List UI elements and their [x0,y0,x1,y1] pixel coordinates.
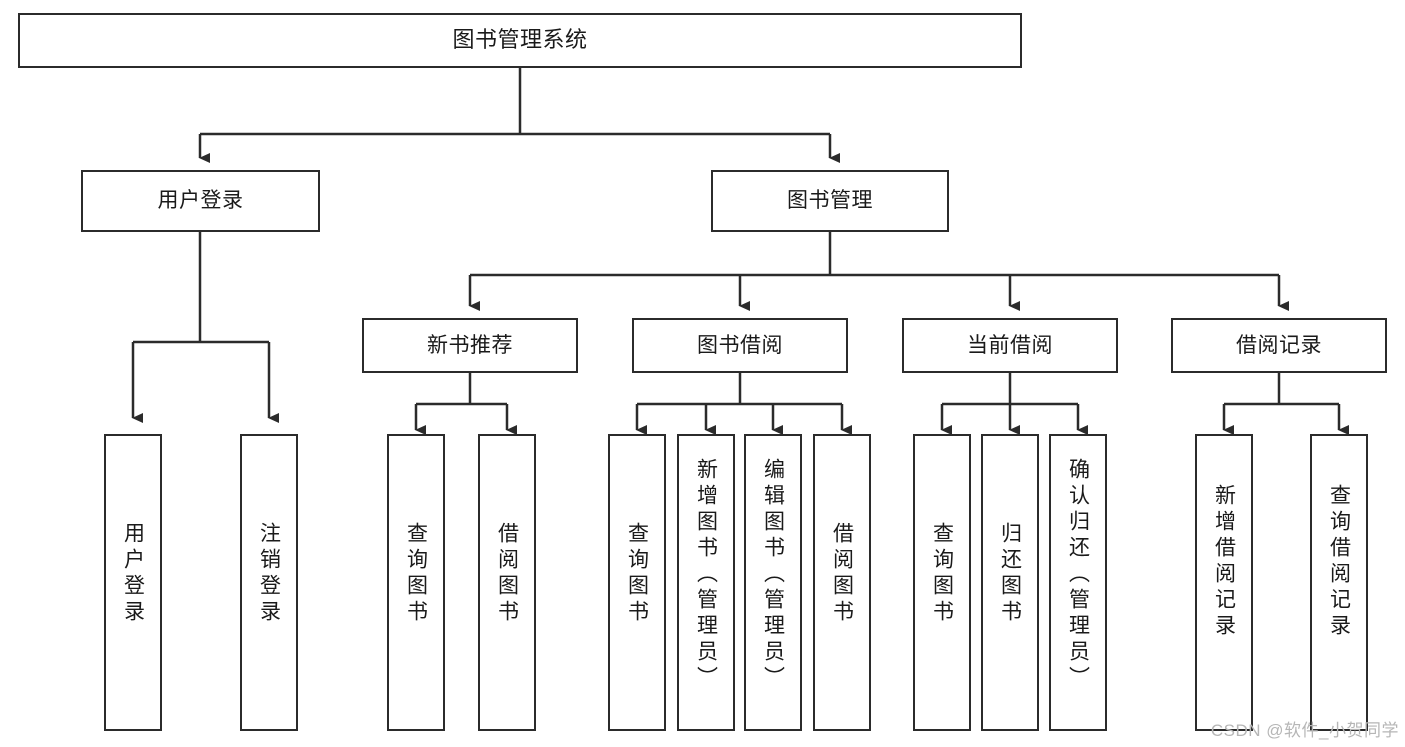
node-leaf-query-record[interactable]: 查询借阅记录 [1310,434,1368,731]
node-leaf-logout[interactable]: 注销登录 [240,434,298,731]
node-leaf-add-record[interactable]: 新增借阅记录 [1195,434,1253,731]
node-leaf-query-book-2-label: 查询图书 [625,522,649,626]
node-borrow-record-label: 借阅记录 [1236,333,1322,357]
node-current-borrow-label: 当前借阅 [967,333,1053,357]
node-leaf-edit-book[interactable]: 编辑图书（管理员） [744,434,802,731]
node-leaf-add-book-label: 新增图书（管理员） [694,458,718,692]
node-leaf-query-record-label: 查询借阅记录 [1327,484,1351,640]
node-current-borrow[interactable]: 当前借阅 [902,318,1118,373]
node-leaf-query-book-1[interactable]: 查询图书 [387,434,445,731]
node-leaf-return-book-label: 归还图书 [998,522,1022,626]
node-leaf-user-login[interactable]: 用户登录 [104,434,162,731]
node-leaf-add-record-label: 新增借阅记录 [1212,484,1236,640]
node-leaf-borrow-book-2[interactable]: 借阅图书 [813,434,871,731]
node-book-manage[interactable]: 图书管理 [711,170,949,232]
node-book-borrow[interactable]: 图书借阅 [632,318,848,373]
node-borrow-record[interactable]: 借阅记录 [1171,318,1387,373]
node-new-book-rec[interactable]: 新书推荐 [362,318,578,373]
node-leaf-borrow-book-2-label: 借阅图书 [830,522,854,626]
node-leaf-edit-book-label: 编辑图书（管理员） [761,458,785,692]
node-leaf-query-book-2[interactable]: 查询图书 [608,434,666,731]
node-leaf-add-book[interactable]: 新增图书（管理员） [677,434,735,731]
node-leaf-borrow-book-1[interactable]: 借阅图书 [478,434,536,731]
watermark: CSDN @软件_小贺同学 [1210,721,1399,740]
node-leaf-logout-label: 注销登录 [257,522,281,626]
node-root-label: 图书管理系统 [452,27,588,53]
node-user-login[interactable]: 用户登录 [81,170,320,232]
node-leaf-confirm-return[interactable]: 确认归还（管理员） [1049,434,1107,731]
node-leaf-query-book-3-label: 查询图书 [930,522,954,626]
node-root[interactable]: 图书管理系统 [18,13,1022,68]
node-user-login-label: 用户登录 [157,189,244,213]
node-book-manage-label: 图书管理 [787,189,873,213]
node-leaf-return-book[interactable]: 归还图书 [981,434,1039,731]
node-leaf-query-book-1-label: 查询图书 [404,522,428,626]
node-leaf-confirm-return-label: 确认归还（管理员） [1066,458,1090,692]
node-leaf-user-login-label: 用户登录 [121,522,145,626]
node-book-borrow-label: 图书借阅 [697,333,783,357]
node-new-book-rec-label: 新书推荐 [427,333,513,357]
node-leaf-query-book-3[interactable]: 查询图书 [913,434,971,731]
node-leaf-borrow-book-1-label: 借阅图书 [495,522,519,626]
